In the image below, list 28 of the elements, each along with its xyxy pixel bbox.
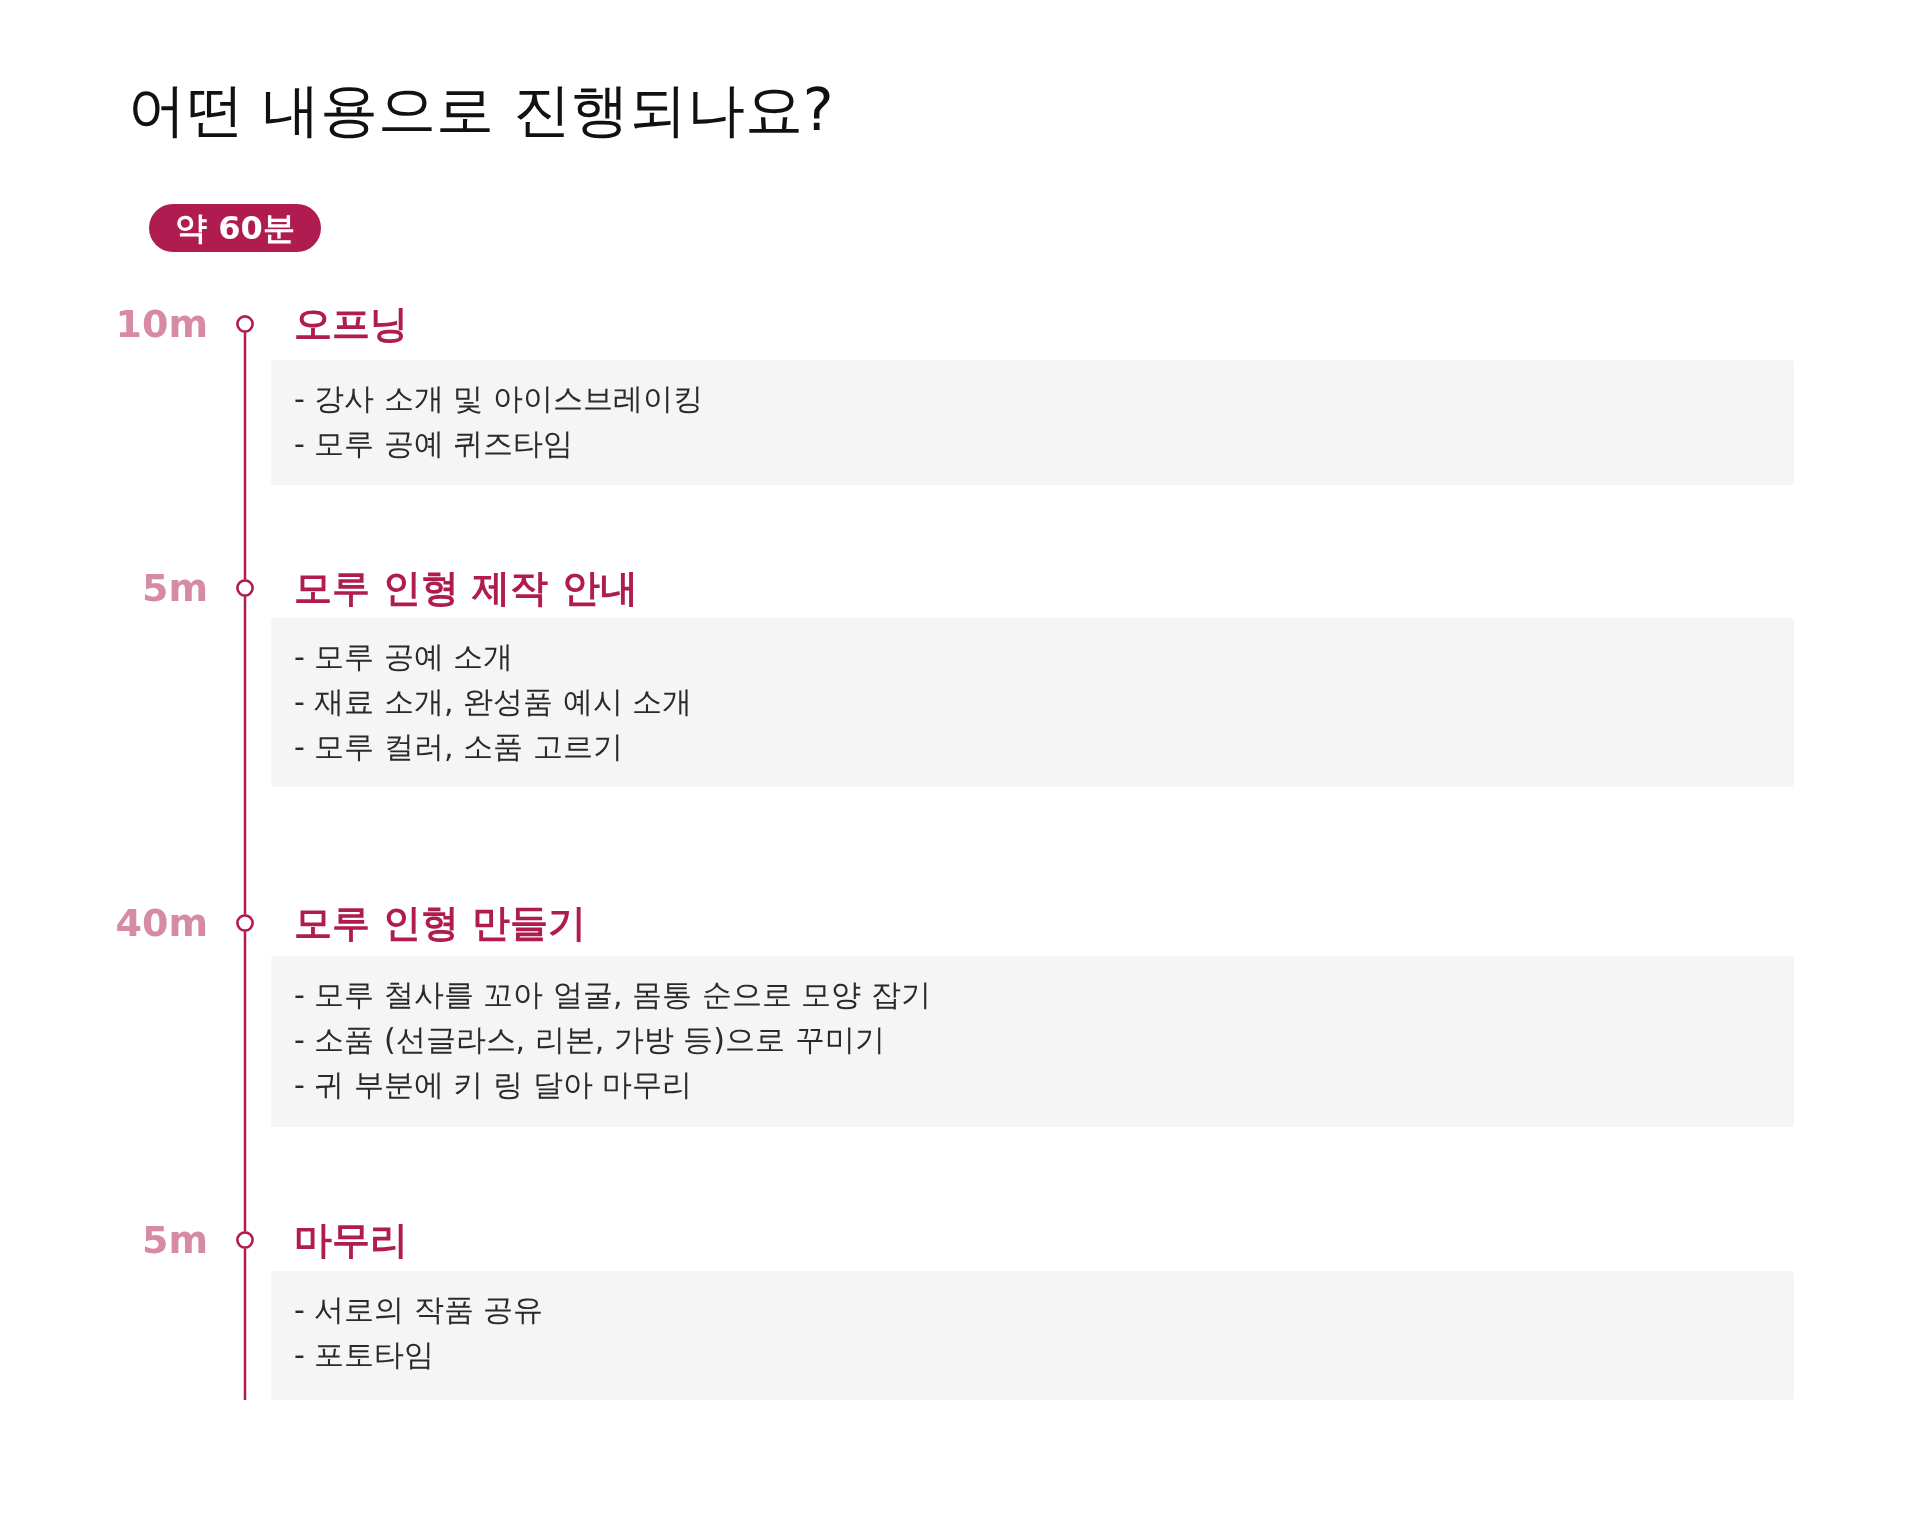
total-time-badge: 약 60분 <box>149 204 321 252</box>
bullet-line: - 귀 부분에 키 링 달아 마무리 <box>294 1066 693 1104</box>
timeline-ring-icon <box>236 1231 254 1249</box>
section-heading: 모루 인형 제작 안내 <box>294 565 638 612</box>
bullet-line: - 포토타임 <box>294 1336 435 1374</box>
bullet-line: - 재료 소개, 완성품 예시 소개 <box>294 683 693 721</box>
bullet-line: - 서로의 작품 공유 <box>294 1291 544 1329</box>
timeline-line <box>243 1249 247 1400</box>
timeline-ring-icon <box>236 315 254 333</box>
page-title: 어떤 내용으로 진행되나요? <box>128 75 834 146</box>
timeline-ring-icon <box>236 914 254 932</box>
section-heading: 마무리 <box>294 1217 408 1264</box>
section-heading: 모루 인형 만들기 <box>294 900 587 947</box>
bullet-line: - 모루 공예 퀴즈타임 <box>294 425 574 463</box>
bullet-line: - 모루 컬러, 소품 고르기 <box>294 728 623 766</box>
duration-label: 5m <box>141 1217 208 1264</box>
section-heading: 오프닝 <box>294 301 408 348</box>
timeline-line <box>243 597 247 914</box>
timeline-ring-icon <box>236 579 254 597</box>
timeline-line <box>243 333 247 579</box>
duration-label: 10m <box>115 301 208 348</box>
bullet-line: - 모루 철사를 꼬아 얼굴, 몸통 순으로 모양 잡기 <box>294 976 931 1014</box>
bullet-line: - 강사 소개 및 아이스브레이킹 <box>294 380 703 418</box>
duration-label: 40m <box>115 900 208 947</box>
timeline-line <box>243 932 247 1231</box>
bullet-line: - 소품 (선글라스, 리본, 가방 등)으로 꾸미기 <box>294 1021 885 1059</box>
bullet-line: - 모루 공예 소개 <box>294 638 514 676</box>
duration-label: 5m <box>141 565 208 612</box>
